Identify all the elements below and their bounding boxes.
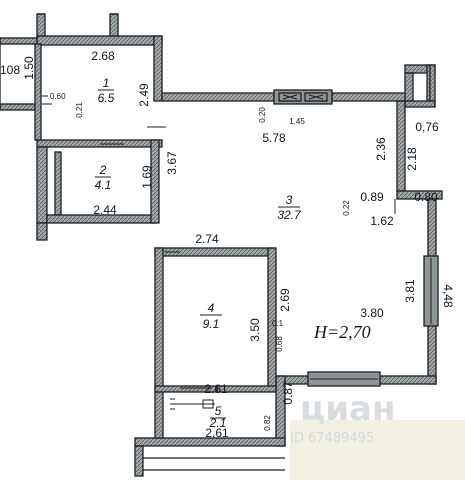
- watermark-brand: циан: [300, 389, 395, 429]
- wall-bottom-stub: [134, 445, 144, 477]
- dim-367: 3.67: [165, 151, 179, 175]
- room1-number: 1: [103, 76, 110, 90]
- dim-022: 0.22: [342, 200, 351, 216]
- wall-stub-left: [36, 13, 46, 37]
- dim-076: 0,76: [415, 120, 439, 134]
- dim-381: 3.81: [403, 279, 417, 303]
- dim-150: 1.50: [22, 56, 36, 80]
- watermark-listing-id: ID 67489495: [290, 431, 374, 446]
- dim-350: 3.50: [248, 318, 262, 342]
- dim-087: 0.87: [281, 381, 295, 405]
- wall-room1-right: [153, 35, 163, 102]
- door-room1: [42, 95, 52, 105]
- room2-number: 2: [99, 163, 107, 177]
- wall-room1-bottom: [36, 139, 163, 148]
- wall-room5-top: [216, 385, 277, 393]
- room5-area: 2.1: [209, 416, 227, 430]
- wall-room1-left: [34, 43, 42, 141]
- wall-top-room3-left: [161, 92, 275, 102]
- dim-261a: 2.61: [204, 382, 228, 396]
- window-top-glyph-1: [282, 94, 298, 100]
- dim-261b: 2.61: [205, 426, 229, 440]
- dim-021: 0.21: [75, 102, 84, 118]
- wall-corridor-left: [36, 146, 48, 224]
- window-top-glyph-2: [308, 94, 324, 100]
- dim-578: 5.78: [262, 131, 286, 145]
- walls: [0, 13, 443, 477]
- watermark: циан ID 67489495: [290, 389, 465, 480]
- wall-loggia-right: [426, 64, 436, 102]
- wall-step: [396, 190, 443, 200]
- wall-bottom-room5: [134, 437, 286, 447]
- dim-080: 0.80: [414, 190, 438, 204]
- dim-448: 4,48: [441, 284, 455, 308]
- room2-area: 4.1: [95, 178, 112, 192]
- dim-108: 108: [0, 63, 20, 77]
- wall-far-left-bottom: [0, 103, 41, 111]
- dim-380: 3.80: [360, 306, 384, 320]
- room-labels: 1 6.5 2 4.1 3 32.7 4 9.1 5 2.1 H=2,70: [95, 76, 371, 430]
- dim-269: 2.69: [278, 288, 292, 312]
- dim-249: 2.49: [137, 83, 151, 107]
- room3-area: 32.7: [277, 208, 302, 222]
- wall-loggia-inner: [404, 72, 414, 102]
- wall-top-room3-right: [331, 92, 408, 102]
- room5-shelf: [170, 398, 215, 410]
- dim-082: 0.82: [263, 415, 272, 431]
- dim-089: 0.89: [360, 190, 384, 204]
- dim-218: 2.18: [405, 147, 419, 171]
- wall-right-top: [396, 100, 406, 192]
- wall-left-stub: [36, 222, 48, 241]
- dim-145: 1.45: [289, 117, 305, 126]
- dim-01: 0.1: [272, 319, 284, 328]
- dim-020: 0.20: [258, 107, 267, 123]
- room3-number: 3: [286, 193, 293, 207]
- ceiling-height: H=2,70: [313, 322, 371, 342]
- wall-room2-right: [150, 139, 160, 224]
- room5-number: 5: [215, 404, 222, 418]
- dim-268: 2.68: [91, 49, 115, 63]
- dimensions: 108 1.50 2.68 2.49 0.60 0.21 1.45 5.78 0…: [0, 49, 455, 440]
- dim-162: 1.62: [370, 214, 394, 228]
- dim-236: 2.36: [374, 137, 388, 161]
- wall-top-room1: [36, 35, 163, 46]
- wall-far-left-top: [0, 37, 38, 45]
- wall-room4-left: [154, 247, 164, 439]
- room4-number: 4: [208, 301, 215, 315]
- wall-room2-left: [54, 151, 62, 219]
- wall-room4-right: [267, 247, 277, 389]
- dim-244: 2.44: [93, 203, 117, 217]
- dim-068: 0.68: [275, 336, 284, 352]
- wall-right-top-outer: [404, 100, 436, 108]
- dim-169: 1.69: [140, 165, 154, 189]
- watermark-patch: [290, 420, 465, 480]
- wall-stub-right: [109, 13, 119, 37]
- dim-060: 0.60: [50, 92, 66, 101]
- dim-274: 2.74: [195, 232, 219, 246]
- room4-area: 9.1: [203, 317, 220, 331]
- room1-area: 6.5: [98, 91, 115, 105]
